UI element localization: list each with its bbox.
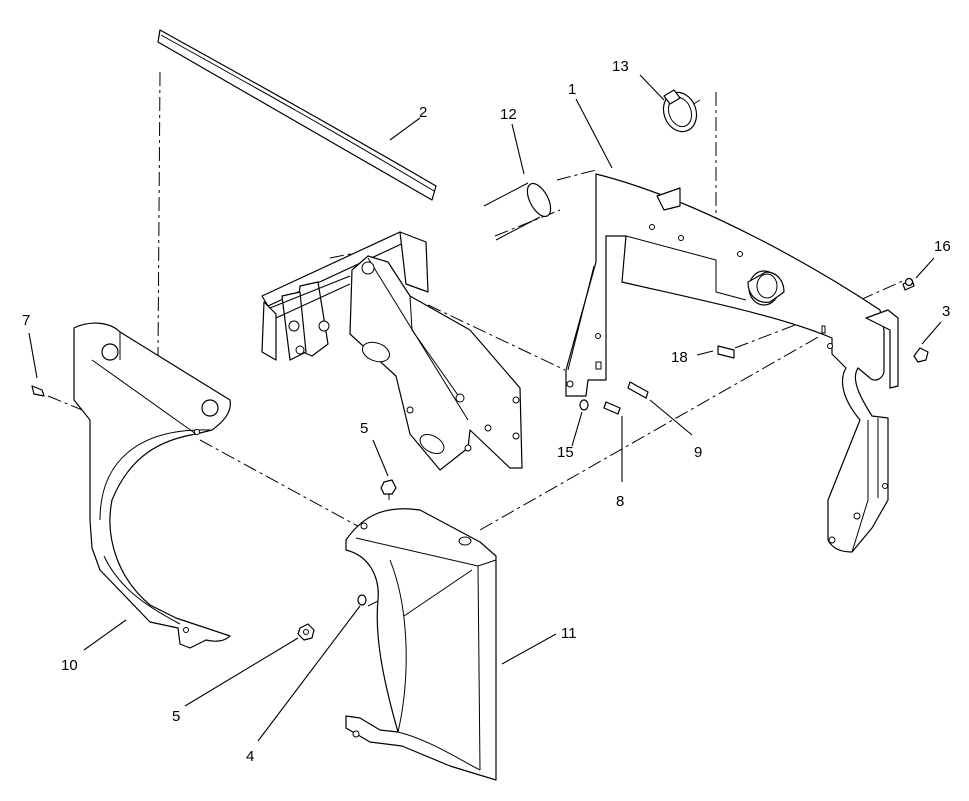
part-13-hose-clamp	[662, 89, 698, 133]
callout-9: 9	[694, 444, 702, 461]
callout-3: 3	[942, 303, 950, 320]
callout-5-lower: 5	[172, 708, 180, 725]
callout-labels: 1 2 3 4 5 5 7 8 9 10 11 12 13 15 16 18	[22, 58, 951, 765]
part-11-right-shroud	[345, 508, 497, 781]
center-bracket-assembly	[261, 231, 523, 471]
callout-2: 2	[419, 104, 427, 121]
callout-1: 1	[568, 81, 576, 98]
part-2-seal-strip	[157, 29, 437, 201]
part-1-mounting-plate	[565, 173, 899, 553]
callout-8: 8	[616, 493, 624, 510]
callout-18: 18	[671, 349, 688, 366]
callout-13: 13	[612, 58, 629, 75]
callout-15: 15	[557, 444, 574, 461]
part-18-pad	[717, 345, 735, 359]
callout-7: 7	[22, 312, 30, 329]
callout-4: 4	[246, 748, 254, 765]
callout-16: 16	[934, 238, 951, 255]
fasteners	[31, 277, 929, 641]
part-10-left-shroud	[73, 322, 231, 649]
callout-11: 11	[561, 625, 577, 642]
callout-10: 10	[61, 657, 78, 674]
leader-lines	[28, 74, 942, 742]
callout-12: 12	[500, 106, 517, 123]
part-12-tube	[483, 182, 552, 241]
callout-5-upper: 5	[360, 420, 368, 437]
